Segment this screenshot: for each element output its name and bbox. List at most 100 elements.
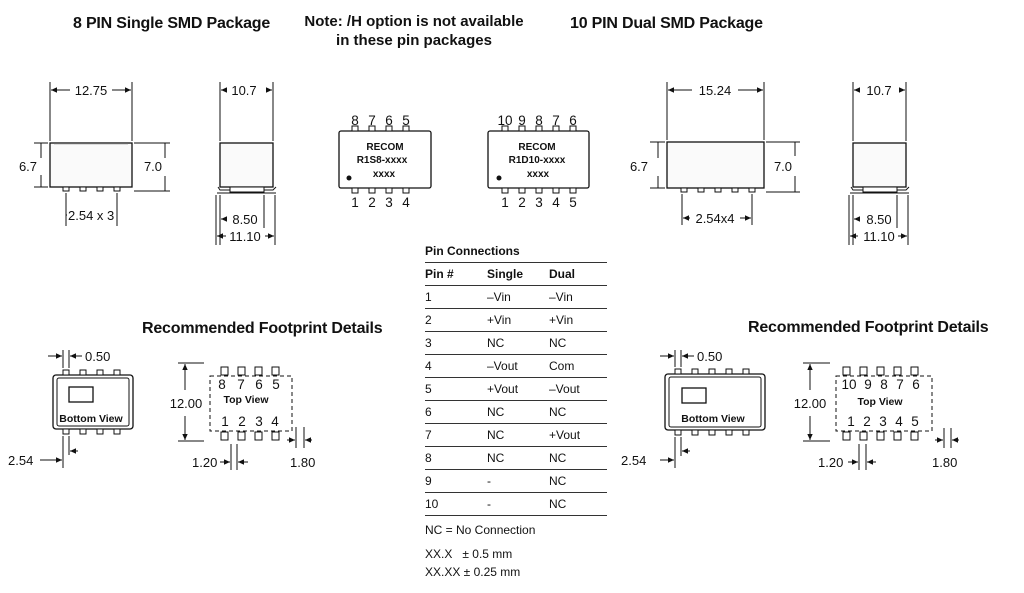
dual-cell: NC xyxy=(549,446,607,470)
right-pad-width-label: 0.50 xyxy=(697,349,722,364)
single-pin-label: 6 xyxy=(385,113,393,128)
pin-number-cell: 1 xyxy=(425,285,487,309)
left-footprint-pin: 3 xyxy=(255,414,263,429)
right-top-view-label: Top View xyxy=(857,396,903,408)
single-cell: –Vout xyxy=(487,354,549,378)
dual-side-width-label: 10.7 xyxy=(866,83,891,98)
footprint-title-left: Recommended Footprint Details xyxy=(142,320,383,337)
right-footprint-pin: 7 xyxy=(896,377,904,392)
left-footprint-pin: 2 xyxy=(238,414,246,429)
right-footprint-pin: 4 xyxy=(895,414,903,429)
single-chip-brand: RECOM xyxy=(366,142,403,153)
single-cell: NC xyxy=(487,423,549,447)
pin-number-cell: 2 xyxy=(425,308,487,332)
dual-front-view xyxy=(650,82,800,225)
left-height-label: 12.00 xyxy=(170,396,203,411)
pin-table-header: Single xyxy=(487,262,549,286)
dual-pin-label: 10 xyxy=(497,113,512,128)
single-cell: NC xyxy=(487,446,549,470)
single-cell: NC xyxy=(487,331,549,355)
single-pin-label: 3 xyxy=(385,195,393,210)
table-row: 9-NC xyxy=(425,469,607,493)
single-front-body xyxy=(49,142,133,188)
dual-chip-brand: RECOM xyxy=(518,142,555,153)
single-pin-label: 4 xyxy=(402,195,410,210)
single-chip-part: R1S8-xxxx xyxy=(357,155,408,166)
pin-table-header: Pin # xyxy=(425,262,487,286)
dual-pin-label: 5 xyxy=(569,195,577,210)
left-pad-length-label: 1.80 xyxy=(290,455,315,470)
dual-pitch-label: 2.54x4 xyxy=(695,211,734,226)
single-body-width-label: 12.75 xyxy=(75,83,108,98)
pin-connections-table: Pin Connections Pin # Single Dual 1–Vin–… xyxy=(425,240,607,516)
pin-number-cell: 10 xyxy=(425,492,487,516)
single-package-title: 8 PIN Single SMD Package xyxy=(73,15,271,32)
right-footprint-pin: 2 xyxy=(863,414,871,429)
dual-pin-label: 4 xyxy=(552,195,560,210)
single-cell: +Vin xyxy=(487,308,549,332)
dual-cell: NC xyxy=(549,400,607,424)
pin-number-cell: 9 xyxy=(425,469,487,493)
dual-pin-label: 9 xyxy=(518,113,526,128)
right-footprint-pin: 9 xyxy=(864,377,872,392)
dual-side-outer-label: 11.10 xyxy=(863,229,895,244)
single-chip xyxy=(338,125,432,194)
pin1-dot-icon xyxy=(496,175,502,181)
pin-table-header: Dual xyxy=(549,262,607,286)
dual-pin-label: 1 xyxy=(501,195,509,210)
left-footprint-pin: 7 xyxy=(237,377,245,392)
dual-pin-label: 3 xyxy=(535,195,543,210)
single-side-inner-label: 8.50 xyxy=(232,212,257,227)
single-pin-label: 8 xyxy=(351,113,359,128)
left-pitch-label: 2.54 xyxy=(8,453,33,468)
dual-cell: Com xyxy=(549,354,607,378)
left-footprint-pin: 4 xyxy=(271,414,279,429)
table-row: 1–Vin–Vin xyxy=(425,285,607,309)
single-cell: –Vin xyxy=(487,285,549,309)
dual-cell: NC xyxy=(549,469,607,493)
dual-pin-label: 7 xyxy=(552,113,560,128)
dual-body-width-label: 15.24 xyxy=(699,83,732,98)
right-footprint-pin: 8 xyxy=(880,377,888,392)
left-pad-spacing-label: 1.20 xyxy=(192,455,217,470)
tolerance-line: XX.XX ± 0.25 mm xyxy=(425,565,521,579)
dual-pin-label: 2 xyxy=(518,195,526,210)
right-footprint-pin: 6 xyxy=(912,377,920,392)
single-side-outer-label: 11.10 xyxy=(229,229,261,244)
dual-chip-code: xxxx xyxy=(527,169,550,180)
dual-package-title: 10 PIN Dual SMD Package xyxy=(570,15,763,32)
right-footprint-pin: 3 xyxy=(879,414,887,429)
single-height-left-label: 6.7 xyxy=(19,159,37,174)
left-pad-width-label: 0.50 xyxy=(85,349,110,364)
right-pad-length-label: 1.80 xyxy=(932,455,957,470)
dual-height-right-label: 7.0 xyxy=(774,159,792,174)
left-footprint-pin: 8 xyxy=(218,377,226,392)
pin-table-caption: Pin Connections xyxy=(425,240,607,263)
single-pin-label: 2 xyxy=(368,195,376,210)
single-chip-code: xxxx xyxy=(373,169,396,180)
pin-number-cell: 7 xyxy=(425,423,487,447)
single-cell: - xyxy=(487,469,549,493)
dual-chip xyxy=(487,125,590,194)
dual-pin-label: 6 xyxy=(569,113,577,128)
single-front-view xyxy=(34,82,170,226)
pin-number-cell: 5 xyxy=(425,377,487,401)
single-top-view xyxy=(178,362,312,470)
footprint-title-right: Recommended Footprint Details xyxy=(748,319,989,336)
dual-cell: +Vin xyxy=(549,308,607,332)
pin-number-cell: 4 xyxy=(425,354,487,378)
left-top-view-label: Top View xyxy=(223,394,269,406)
dual-cell: +Vout xyxy=(549,423,607,447)
dual-chip-part: R1D10-xxxx xyxy=(509,155,566,166)
dual-cell: –Vout xyxy=(549,377,607,401)
left-footprint-pin: 6 xyxy=(255,377,263,392)
single-pin-label: 5 xyxy=(402,113,410,128)
single-pitch-label: 2.54 x 3 xyxy=(68,208,114,223)
pin-number-cell: 8 xyxy=(425,446,487,470)
nc-legend: NC = No Connection xyxy=(425,523,536,537)
right-pad-spacing-label: 1.20 xyxy=(818,455,843,470)
